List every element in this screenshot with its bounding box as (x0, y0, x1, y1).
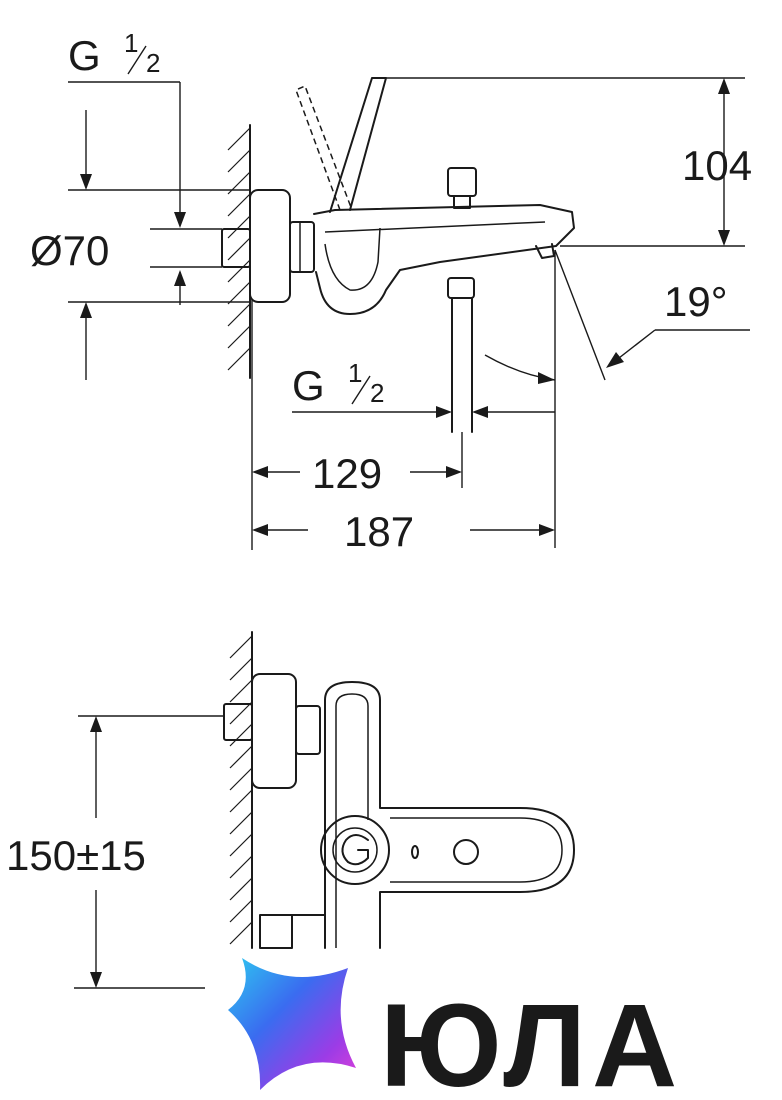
length-187-label: 187 (344, 508, 414, 555)
wall-hatching-top (227, 124, 251, 379)
thread-bottom-letter: G (292, 362, 325, 409)
logo-wordmark: ЮЛА (380, 980, 683, 1100)
center-distance-dimension: 150±15 (6, 715, 224, 989)
angle-label: 19° (664, 278, 728, 325)
wall-hatching-bottom (229, 631, 253, 949)
thread-bottom-numerator: 1 (348, 358, 362, 388)
length-187-dimension: 187 (252, 508, 555, 555)
thread-bottom-denominator: 2 (370, 378, 384, 408)
plan-escutcheon (251, 673, 297, 789)
length-129-dimension: 129 (251, 300, 463, 550)
thread-callout-bottom: G 1 2 (292, 358, 555, 418)
plan-mixer-body (259, 681, 575, 949)
height-label: 104 (682, 142, 752, 189)
plan-connector (295, 705, 321, 755)
diameter-dimension: Ø70 (30, 110, 250, 380)
yula-logo: ЮЛА (228, 958, 683, 1100)
length-129-label: 129 (312, 450, 382, 497)
thread-top-denominator: 2 (146, 48, 160, 78)
center-distance-label: 150±15 (6, 832, 146, 879)
inlet-nut (221, 228, 251, 268)
escutcheon-flange (249, 189, 291, 303)
angle-dimension: 19° (484, 249, 750, 548)
logo-star-icon (228, 958, 356, 1090)
plan-view: 150±15 (6, 631, 575, 989)
mixer-body (289, 77, 575, 433)
thread-callout-top: G 1 2 (68, 28, 186, 305)
side-view: G 1 2 Ø70 104 (30, 28, 752, 555)
diameter-label: Ø70 (30, 227, 109, 274)
thread-top-letter: G (68, 32, 101, 79)
plan-inlet-nut (223, 703, 253, 741)
thread-top-numerator: 1 (124, 28, 138, 58)
height-dimension: 104 (386, 77, 752, 247)
